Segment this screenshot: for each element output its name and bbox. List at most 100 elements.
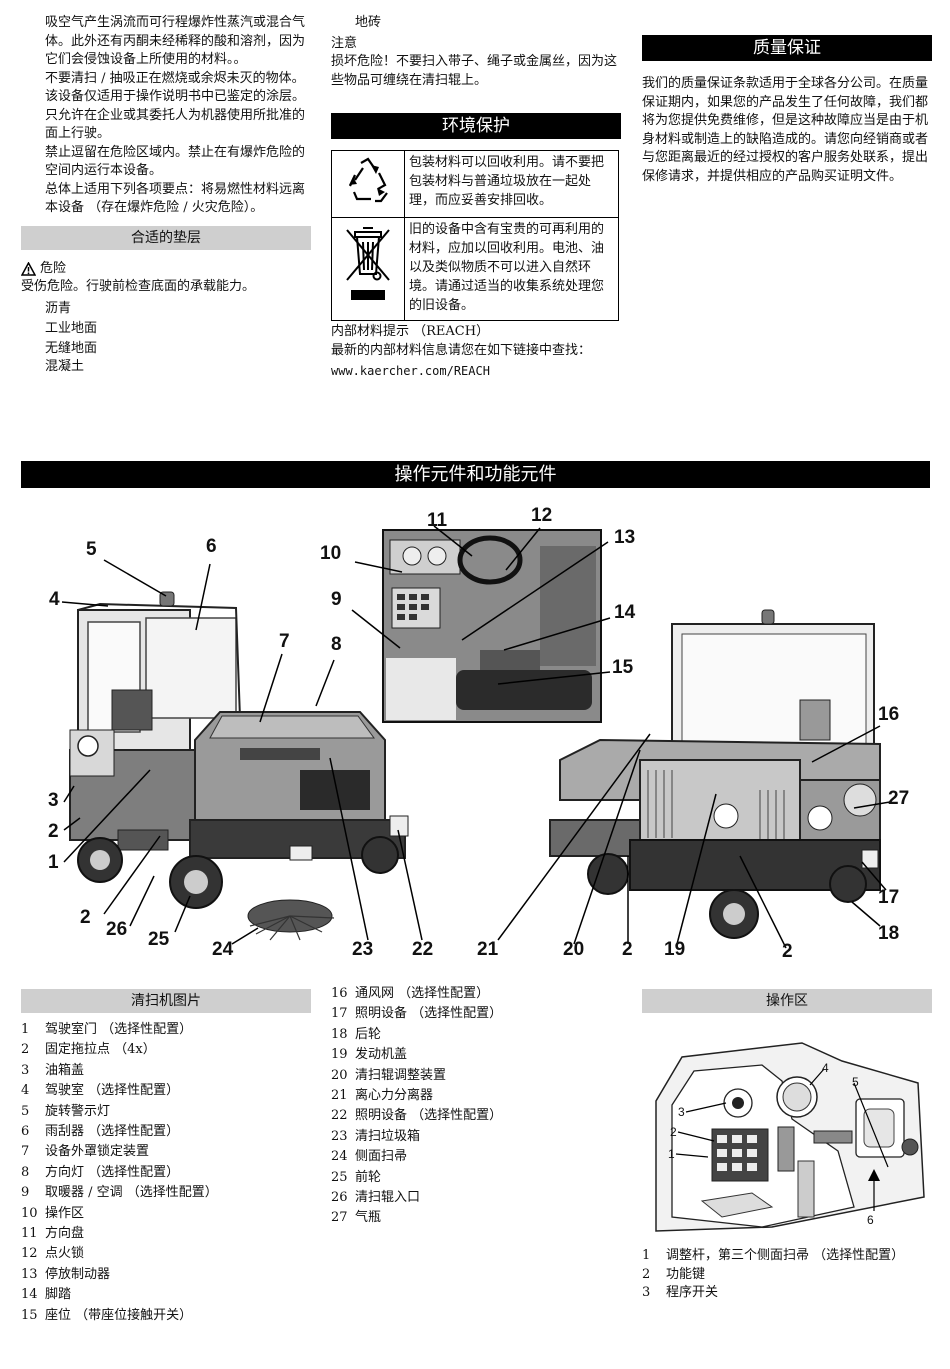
- callout-10: 10: [320, 543, 342, 564]
- list-item: 24 侧面扫帚: [331, 1147, 621, 1167]
- item-number: 2: [642, 1266, 651, 1282]
- bin-cell: [331, 217, 405, 321]
- callout-22: 22: [412, 939, 434, 960]
- control-callout-6: 6: [867, 1213, 874, 1227]
- item-number: 16: [331, 986, 348, 1001]
- callout-26: 26: [106, 919, 128, 940]
- item-text: 功能键: [666, 1266, 706, 1282]
- item-text: 侧面扫帚: [355, 1149, 408, 1165]
- item-text: 油箱盖: [45, 1062, 85, 1078]
- list-item: 21 离心力分离器: [331, 1086, 621, 1106]
- reach-text: 最新的内部材料信息请您在如下链接中查找：: [331, 342, 592, 358]
- item-number: 20: [331, 1067, 348, 1083]
- item-text: 驾驶室门 （选择性配置）: [45, 1022, 193, 1037]
- callout-7: 7: [279, 631, 290, 652]
- section-header: 操作元件和功能元件: [21, 461, 930, 488]
- item-text: 调整杆，第三个侧面扫帚 （选择性配置）: [666, 1248, 905, 1263]
- recycle-cell: [331, 150, 405, 218]
- table-row: 包装材料可以回收利用。请不要把包装材料与普通垃圾放在一起处理，而应妥善安排回收。: [331, 150, 619, 218]
- warranty-header: 质量保证: [642, 35, 932, 61]
- item-number: 13: [21, 1266, 38, 1282]
- list-item: 10 操作区: [21, 1204, 311, 1224]
- callout-6: 6: [206, 536, 217, 557]
- callout-24: 24: [212, 939, 234, 960]
- item-number: 3: [642, 1285, 651, 1300]
- list-item: 11 方向盘: [21, 1224, 311, 1244]
- item-text: 方向盘: [45, 1226, 85, 1242]
- control-panel-illustration: [655, 1042, 925, 1232]
- surface-item: 无缝地面: [45, 340, 98, 356]
- item-text: 发动机盖: [355, 1047, 408, 1063]
- reach-link[interactable]: www.kaercher.com/REACH: [331, 364, 490, 378]
- callout-3: 3: [48, 790, 59, 811]
- item-text: 固定拖拉点 （4x）: [45, 1042, 156, 1058]
- item-number: 7: [21, 1144, 30, 1160]
- item-number: 1: [21, 1022, 30, 1037]
- danger-label: 危险: [40, 260, 67, 276]
- item-text: 离心力分离器: [355, 1088, 434, 1104]
- item-text: 气瓶: [355, 1210, 382, 1226]
- item-number: 24: [331, 1149, 348, 1165]
- list-item: 2 功能键: [642, 1266, 932, 1285]
- control-header: 操作区: [642, 989, 932, 1013]
- sweeper-illustration: [61, 525, 891, 949]
- suitable-surface-header: 合适的垫层: [21, 225, 311, 250]
- paragraph: 禁止逗留在危险区域内。禁止在有爆炸危险的空间内运行本设备。: [45, 144, 306, 179]
- env-text: 旧的设备中含有宝贵的可再利用的材料，应加以回收利用。电池、油以及类似物质不可以进…: [404, 217, 619, 321]
- item-number: 2: [21, 1042, 30, 1058]
- item-number: 14: [21, 1287, 38, 1303]
- safety-text: 吸空气产生涡流而可行程爆炸性蒸汽或混合气体。此外还有丙酮未经稀释的酸和溶剂，因为…: [21, 14, 311, 218]
- environment-table: 包装材料可以回收利用。请不要把包装材料与普通垃圾放在一起处理，而应妥善安排回收。: [331, 150, 619, 321]
- item-number: 11: [21, 1226, 38, 1242]
- list-item: 1 驾驶室门 （选择性配置）: [21, 1020, 311, 1040]
- list-item: 3 油箱盖: [21, 1061, 311, 1081]
- paragraph: 总体上适用下列各项要点：将易燃性材料远离本设备 （存在爆炸危险 / 火灾危险）。: [45, 181, 306, 216]
- callout-15: 15: [612, 657, 634, 678]
- callout-25: 25: [148, 929, 170, 950]
- parts-header: 清扫机图片: [21, 989, 311, 1013]
- front-view-machine: [69, 591, 409, 941]
- callout-16: 16: [878, 704, 900, 725]
- item-number: 22: [331, 1108, 348, 1124]
- callout-17: 17: [878, 887, 900, 908]
- callout-9: 9: [331, 589, 342, 610]
- paragraph: 吸空气产生涡流而可行程爆炸性蒸汽或混合气体。此外还有丙酮未经稀释的酸和溶剂，因为…: [45, 15, 306, 67]
- item-text: 程序开关: [666, 1285, 719, 1300]
- env-text: 包装材料可以回收利用。请不要把包装材料与普通垃圾放在一起处理，而应妥善安排回收。: [404, 150, 619, 218]
- item-number: 8: [21, 1164, 30, 1180]
- item-number: 5: [21, 1103, 30, 1119]
- item-number: 9: [21, 1185, 30, 1201]
- callout-18: 18: [878, 923, 900, 944]
- item-text: 点火锁: [45, 1246, 85, 1262]
- item-number: 10: [21, 1205, 38, 1221]
- column-2: 地砖 注意 损坏危险！不要扫入带子、绳子或金属丝，因为这些物品可缠绕在清扫辊上。…: [331, 14, 621, 381]
- callout-2b: 2: [80, 907, 91, 928]
- warning-triangle-icon: [21, 261, 36, 276]
- item-number: 3: [21, 1062, 30, 1078]
- item-text: 前轮: [355, 1169, 382, 1185]
- control-callout-5: 5: [852, 1075, 859, 1089]
- control-callout-1: 1: [668, 1147, 675, 1161]
- callout-8: 8: [331, 634, 342, 655]
- callout-1: 1: [48, 852, 59, 873]
- item-text: 操作区: [45, 1205, 85, 1221]
- item-number: 21: [331, 1088, 348, 1104]
- list-item: 20 清扫辊调整装置: [331, 1066, 621, 1086]
- control-diagram: 1 2 3 4 5 6: [642, 1021, 932, 1233]
- item-text: 清扫辊调整装置: [355, 1067, 447, 1083]
- callout-5: 5: [86, 539, 97, 560]
- list-item: 3 程序开关: [642, 1284, 932, 1303]
